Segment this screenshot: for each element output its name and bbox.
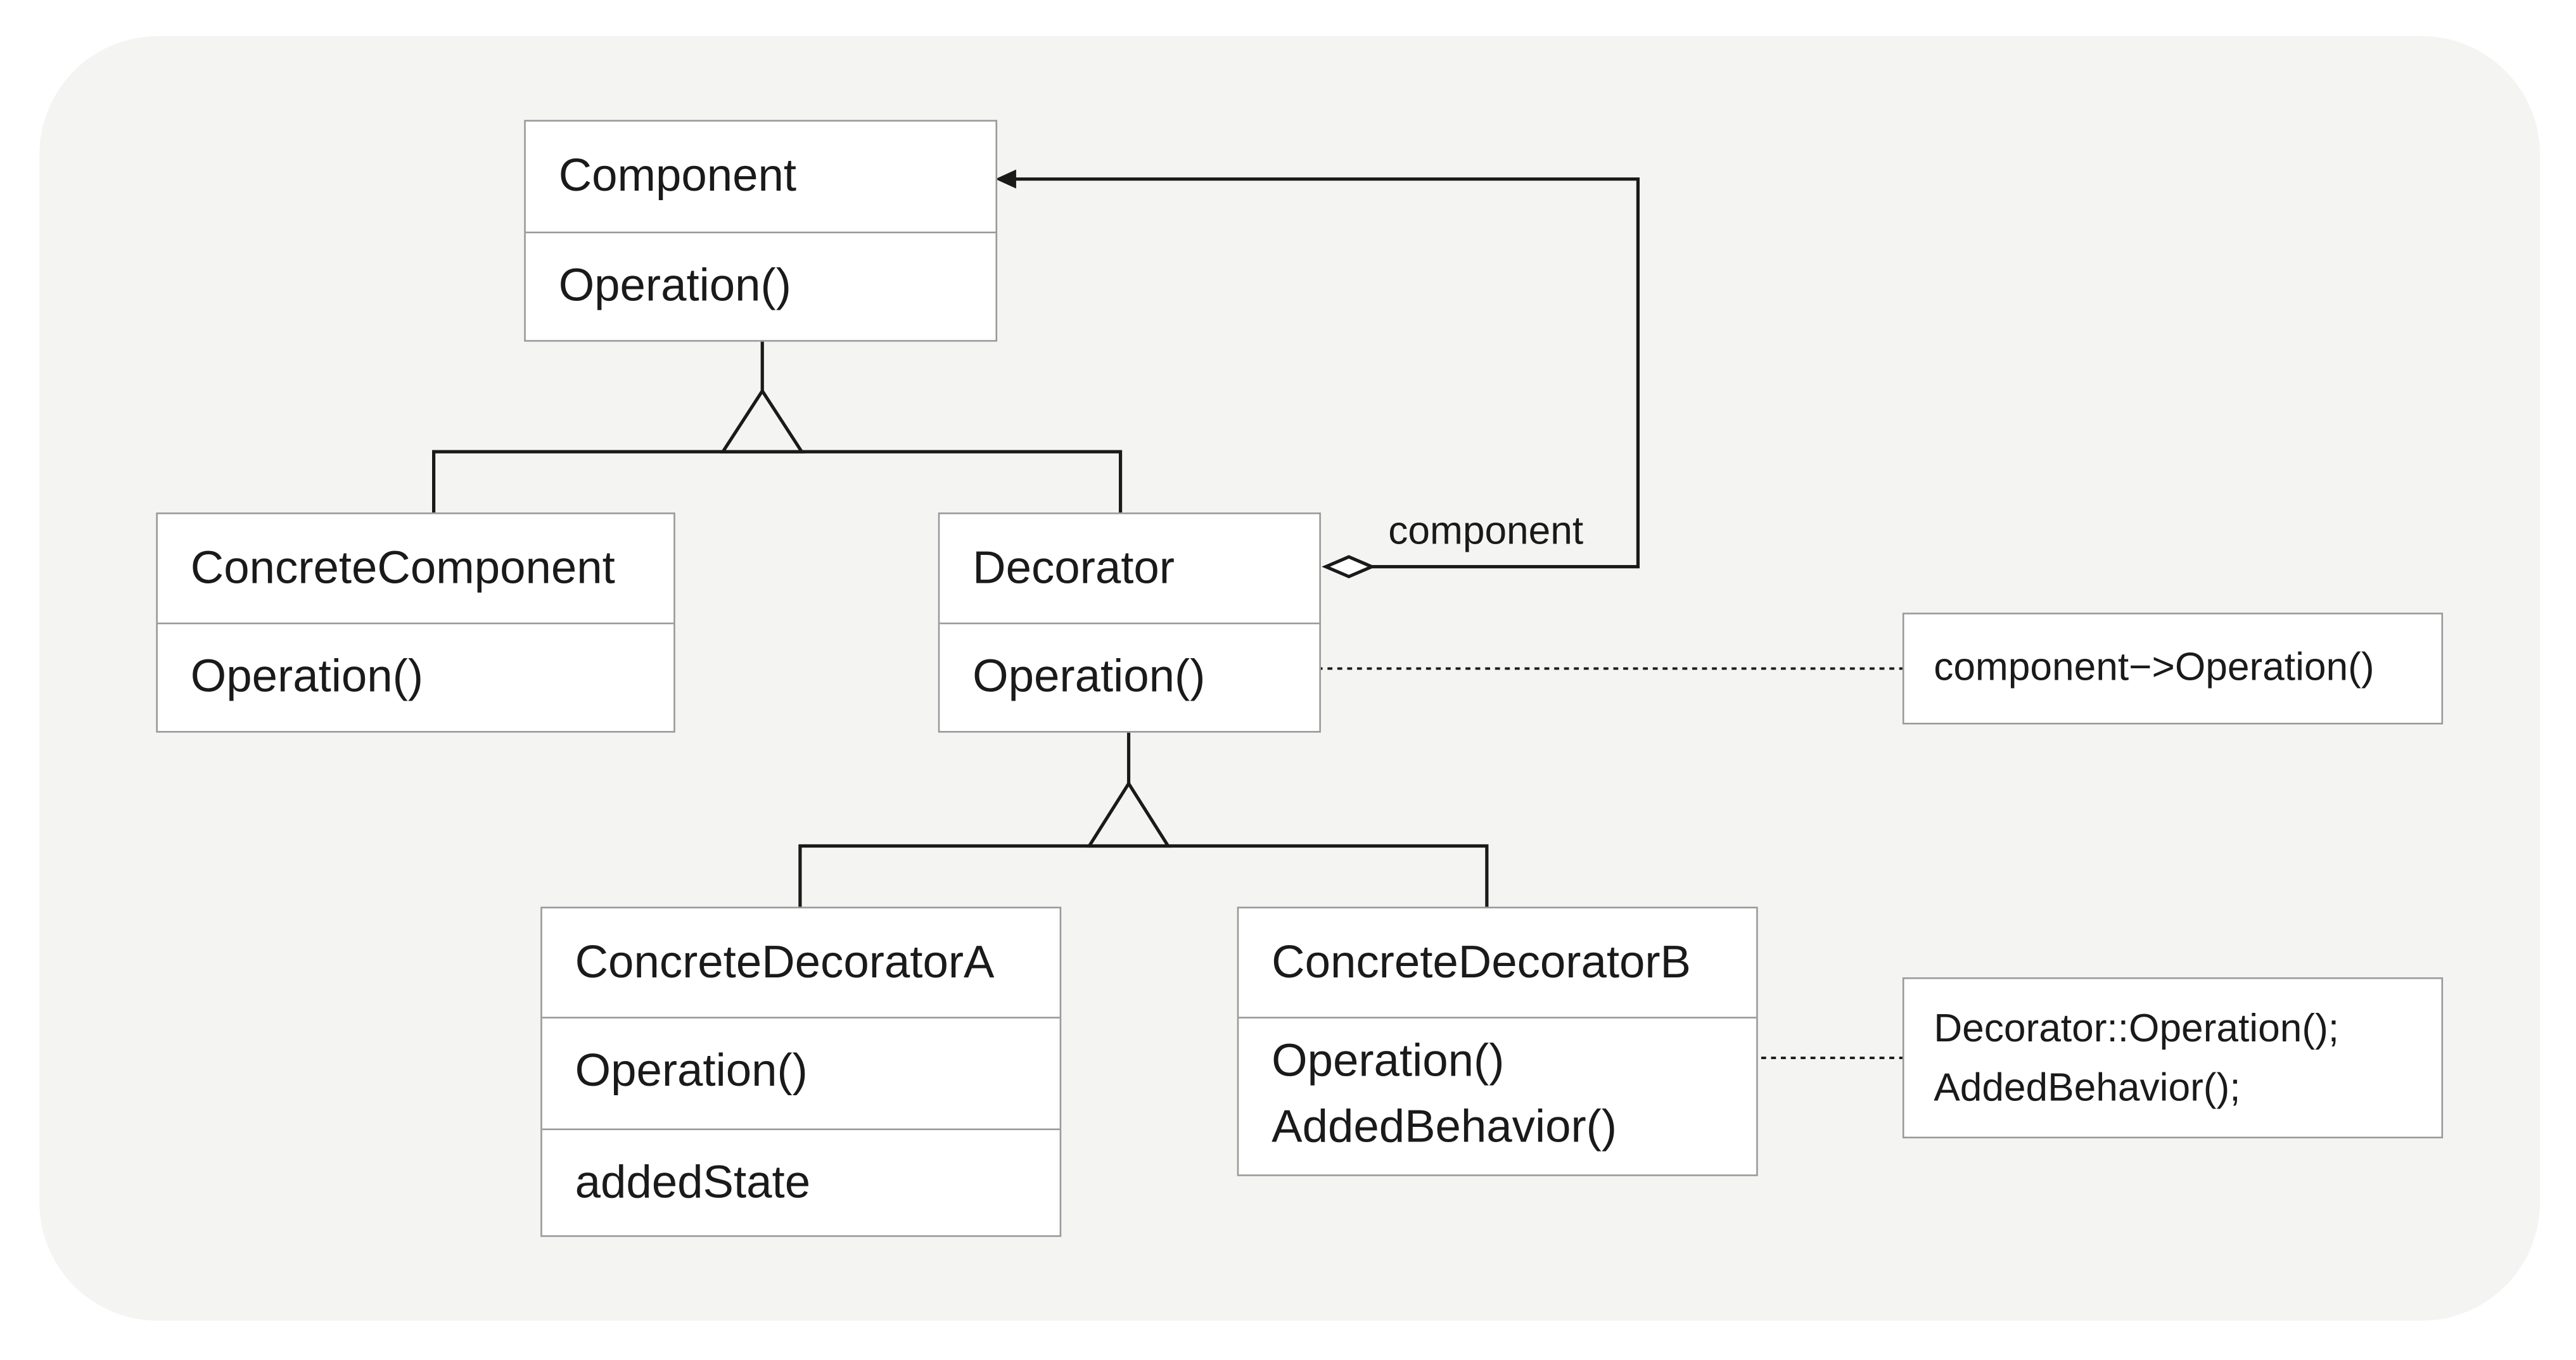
operation: Operation() — [1272, 1034, 1505, 1086]
operations-section: Operation() — [157, 622, 674, 731]
class-concrete-decorator-a: ConcreteDecoratorA Operation() addedStat… — [540, 906, 1062, 1237]
generalization-triangle-component — [720, 388, 805, 454]
note-text: AddedBehavior(); — [1934, 1065, 2241, 1111]
class-name: Decorator — [972, 542, 1175, 594]
note-decorator-operation: component−>Operation() — [1902, 613, 2444, 725]
generalization-triangle-decorator — [1086, 780, 1171, 848]
attributes-section: addedState — [542, 1128, 1060, 1236]
note-text: Decorator::Operation(); — [1934, 1007, 2340, 1052]
operations-section: Operation() — [940, 622, 1320, 731]
operation: Operation() — [972, 650, 1206, 702]
operation: Operation() — [558, 259, 791, 311]
class-name: ConcreteDecoratorB — [1272, 936, 1692, 988]
class-name: Component — [558, 149, 797, 201]
generalization-line-decorator — [798, 844, 1489, 907]
operation: Operation() — [575, 1045, 808, 1096]
operation: AddedBehavior() — [1272, 1100, 1617, 1152]
association-role-label: component — [1388, 509, 1584, 554]
operations-section: Operation() — [542, 1017, 1060, 1128]
class-name-section: Decorator — [940, 514, 1319, 623]
class-decorator: Decorator Operation() — [938, 512, 1321, 733]
class-component: Component Operation() — [524, 120, 998, 342]
aggregation-line-component — [1014, 177, 1640, 569]
attribute: addedState — [575, 1156, 811, 1208]
operations-section: Operation() — [525, 231, 996, 340]
class-name-section: ConcreteComponent — [158, 514, 673, 623]
class-name: ConcreteComponent — [190, 542, 615, 594]
generalization-line-component — [432, 450, 1123, 513]
class-name: ConcreteDecoratorA — [575, 936, 995, 988]
operations-section: Operation() AddedBehavior() — [1239, 1017, 1757, 1174]
class-concrete-component: ConcreteComponent Operation() — [156, 512, 675, 733]
operation: Operation() — [190, 650, 424, 702]
class-name-section: ConcreteDecoratorB — [1239, 908, 1756, 1017]
note-text: component−>Operation() — [1934, 645, 2375, 690]
aggregation-arrowhead — [995, 169, 1016, 189]
class-concrete-decorator-b: ConcreteDecoratorB Operation() AddedBeha… — [1237, 906, 1758, 1176]
note-decorator-b-operation: Decorator::Operation(); AddedBehavior(); — [1902, 977, 2444, 1139]
class-name-section: Component — [526, 122, 996, 232]
class-name-section: ConcreteDecoratorA — [542, 908, 1060, 1017]
aggregation-diamond — [1322, 555, 1376, 579]
